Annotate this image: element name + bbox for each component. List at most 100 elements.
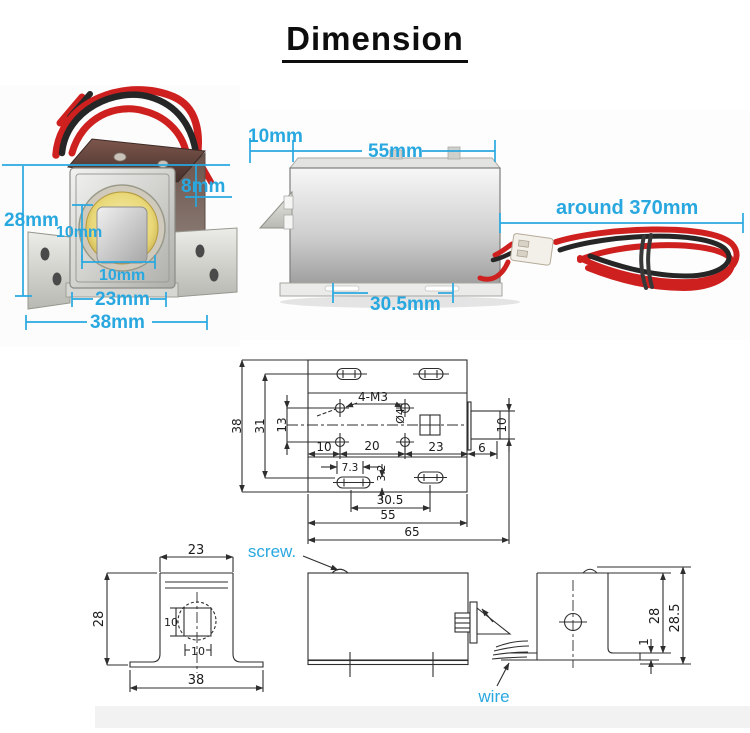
dim-label: 10mm	[248, 126, 303, 147]
dim-7-3: 7.3	[321, 461, 379, 474]
plunger	[96, 206, 148, 264]
dim-10-latch: 10	[495, 398, 515, 452]
dim-28mm: 28mm	[4, 166, 59, 297]
screw-head-arc	[582, 568, 598, 574]
top-screw	[113, 152, 127, 162]
dim-38: 38	[230, 359, 308, 493]
flange-slot	[324, 285, 360, 292]
dim-label: 20	[364, 439, 379, 453]
bottom-flange-slots	[333, 471, 447, 489]
bottom-views-drawing: 23 10 10	[92, 542, 691, 706]
dim-38: 38	[129, 670, 264, 692]
cable-tie	[646, 233, 654, 289]
cable-assembly	[477, 226, 740, 292]
shadow	[280, 296, 520, 308]
flange-hole	[40, 247, 50, 261]
screw-holes	[331, 399, 414, 451]
dim-10-horizontal: 10	[184, 644, 212, 658]
top-tab	[447, 146, 461, 160]
side-view-2: 1 28 28.5	[501, 566, 691, 674]
dim-label: 55mm	[368, 141, 423, 162]
dim-label: 7.3	[342, 462, 359, 474]
plunger-square	[183, 607, 212, 637]
dim-label: 1	[637, 638, 651, 646]
dim-chain-horizontal: 10 20 23 6	[307, 439, 498, 459]
dim-55mm: 55mm	[293, 140, 496, 162]
dim-label: 10	[495, 417, 509, 432]
bottom-shadow-band	[95, 706, 750, 728]
dim-10-vertical: 10	[164, 607, 184, 637]
dim-label: 55	[380, 508, 395, 522]
dim-28: 28	[608, 572, 671, 654]
latch-bolt	[467, 401, 501, 451]
wire-leader	[496, 662, 510, 687]
dim-label: 38	[230, 418, 244, 433]
dim-10mm-vertical: 10mm	[56, 204, 102, 262]
dim-label: 30.5	[377, 493, 404, 507]
front-photo-annotations: 8mm 28mm 10mm 10mm	[2, 164, 232, 333]
dim-label: 28	[648, 608, 663, 625]
screw-leader	[302, 555, 339, 571]
screw-head-arc	[331, 568, 349, 574]
dim-label: 10	[191, 645, 205, 658]
label-4-m3: 4-M3	[316, 390, 408, 417]
dim-label: 10	[316, 440, 331, 454]
dim-8mm: 8mm	[181, 165, 232, 207]
top-flange-slots	[331, 367, 449, 381]
dim-30-5mm: 30.5mm	[332, 283, 454, 315]
dim-label: 28	[92, 611, 107, 628]
wire-strands	[491, 640, 530, 660]
front-photo-figure: 8mm 28mm 10mm 10mm	[0, 85, 240, 347]
dim-10mm-horizontal: 10mm	[81, 255, 156, 284]
dim-31: 31	[253, 373, 335, 479]
dim-label: 6	[478, 441, 486, 455]
dim-65: 65	[307, 398, 510, 544]
dim-23: 23	[159, 543, 234, 572]
dim-3-2: 3.2	[376, 464, 388, 501]
latch-side	[454, 601, 512, 644]
wire-label: wire	[477, 687, 509, 706]
mounting-flanges	[27, 227, 238, 310]
latch-notch	[283, 214, 294, 230]
dim-label: 38mm	[90, 312, 145, 333]
dim-label: 30.5mm	[370, 294, 441, 315]
dim-label: 23	[188, 543, 205, 558]
dim-label: 38	[188, 673, 205, 688]
dim-label: 23	[428, 440, 443, 454]
dim-55: 55	[307, 494, 468, 527]
dim-28-5: 28.5	[597, 566, 691, 665]
dim-label: 8mm	[181, 176, 225, 197]
dim-label: 3.2	[376, 465, 388, 482]
top-view-drawing: 38 31 13 10 20 23 6	[230, 359, 515, 544]
dim-label: 23mm	[95, 289, 150, 310]
dim-23mm: 23mm	[71, 289, 167, 310]
front-view: 23 10 10	[92, 543, 264, 692]
cross-square	[419, 414, 441, 436]
dim-label: 10mm	[99, 267, 145, 284]
dim-label: 65	[404, 525, 419, 539]
dim-13: 13	[275, 395, 331, 455]
top-screw	[157, 160, 169, 168]
dim-30-5: 30.5	[350, 485, 431, 512]
dim-28: 28	[92, 572, 157, 666]
flange-slot	[424, 285, 460, 292]
flange-hole	[195, 244, 205, 258]
top-tab	[389, 149, 403, 160]
hole-diameter-label: Ø4	[394, 408, 407, 424]
flange-hole	[209, 268, 219, 282]
flange-hole	[52, 272, 62, 286]
dim-label: 10mm	[56, 224, 102, 241]
lock-front-face	[69, 167, 176, 289]
connector-plug	[510, 233, 554, 266]
latch-notch	[283, 195, 294, 210]
dim-label: 28mm	[4, 210, 59, 231]
cable-tie	[639, 234, 648, 290]
dim-label: 13	[275, 417, 289, 432]
dim-label: 10	[164, 616, 178, 629]
page-title-text: Dimension	[282, 20, 468, 63]
side-photo-annotations: 10mm 55mm around 370mm 30.5mm	[248, 126, 744, 315]
dim-around-370mm: around 370mm	[499, 197, 744, 233]
page-title: Dimension	[0, 20, 750, 63]
dim-label: 31	[253, 418, 267, 433]
